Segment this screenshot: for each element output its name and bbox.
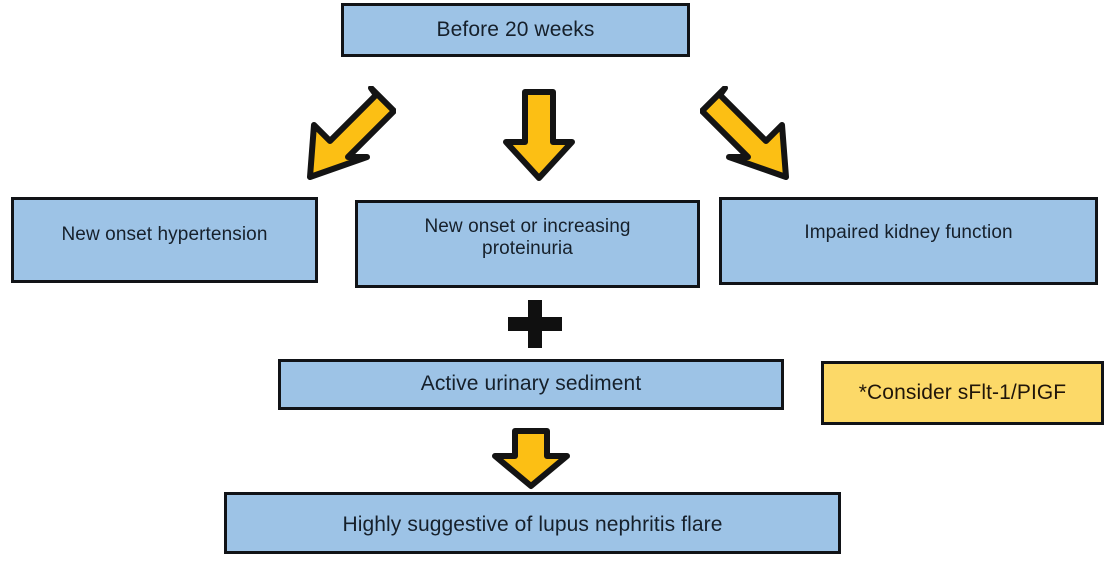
node-before-20-weeks: Before 20 weeks xyxy=(341,3,690,57)
node-consider-sflt1-plgf-label: *Consider sFlt-1/PIGF xyxy=(858,380,1067,404)
node-new-onset-proteinuria-label: New onset or increasing proteinuria xyxy=(424,215,631,259)
node-highly-suggestive-lupus-nephritis-flare: Highly suggestive of lupus nephritis fla… xyxy=(224,492,841,554)
plus-icon xyxy=(506,298,564,350)
node-impaired-kidney-function: Impaired kidney function xyxy=(719,197,1098,285)
node-active-urinary-sediment: Active urinary sediment xyxy=(278,359,784,410)
arrow-down-right-icon xyxy=(700,86,808,181)
node-active-urinary-sediment-label: Active urinary sediment xyxy=(420,372,642,396)
node-new-onset-proteinuria: New onset or increasing proteinuria xyxy=(355,200,700,288)
arrow-down-bottom-icon xyxy=(489,428,573,490)
node-before-20-weeks-label: Before 20 weeks xyxy=(436,17,595,41)
node-new-onset-hypertension: New onset hypertension xyxy=(11,197,318,283)
node-highly-suggestive-lupus-nephritis-flare-label: Highly suggestive of lupus nephritis fla… xyxy=(342,512,723,536)
node-impaired-kidney-function-label: Impaired kidney function xyxy=(804,221,1013,243)
node-consider-sflt1-plgf: *Consider sFlt-1/PIGF xyxy=(821,361,1104,425)
arrow-down-center-icon xyxy=(500,88,578,182)
node-new-onset-hypertension-label: New onset hypertension xyxy=(61,223,268,245)
arrow-down-left-icon xyxy=(288,86,396,181)
